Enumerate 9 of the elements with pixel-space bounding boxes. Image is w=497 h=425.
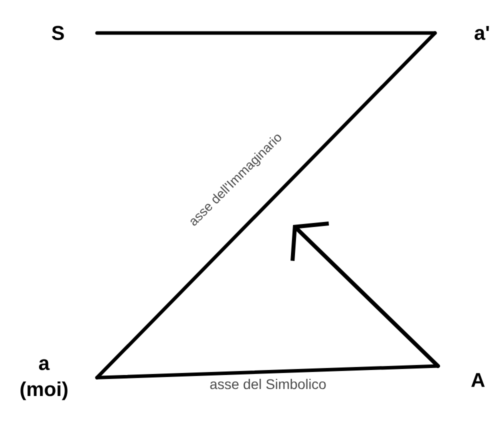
line [95,364,440,380]
edge-label: asse del Simbolico [210,378,326,390]
node-letter: S [52,26,64,40]
line [95,31,437,380]
line [95,31,437,35]
arrow [290,222,440,368]
node-letter: a' [474,26,489,40]
node-letter: A [471,373,485,387]
node-letter: a (moi) [20,359,68,400]
